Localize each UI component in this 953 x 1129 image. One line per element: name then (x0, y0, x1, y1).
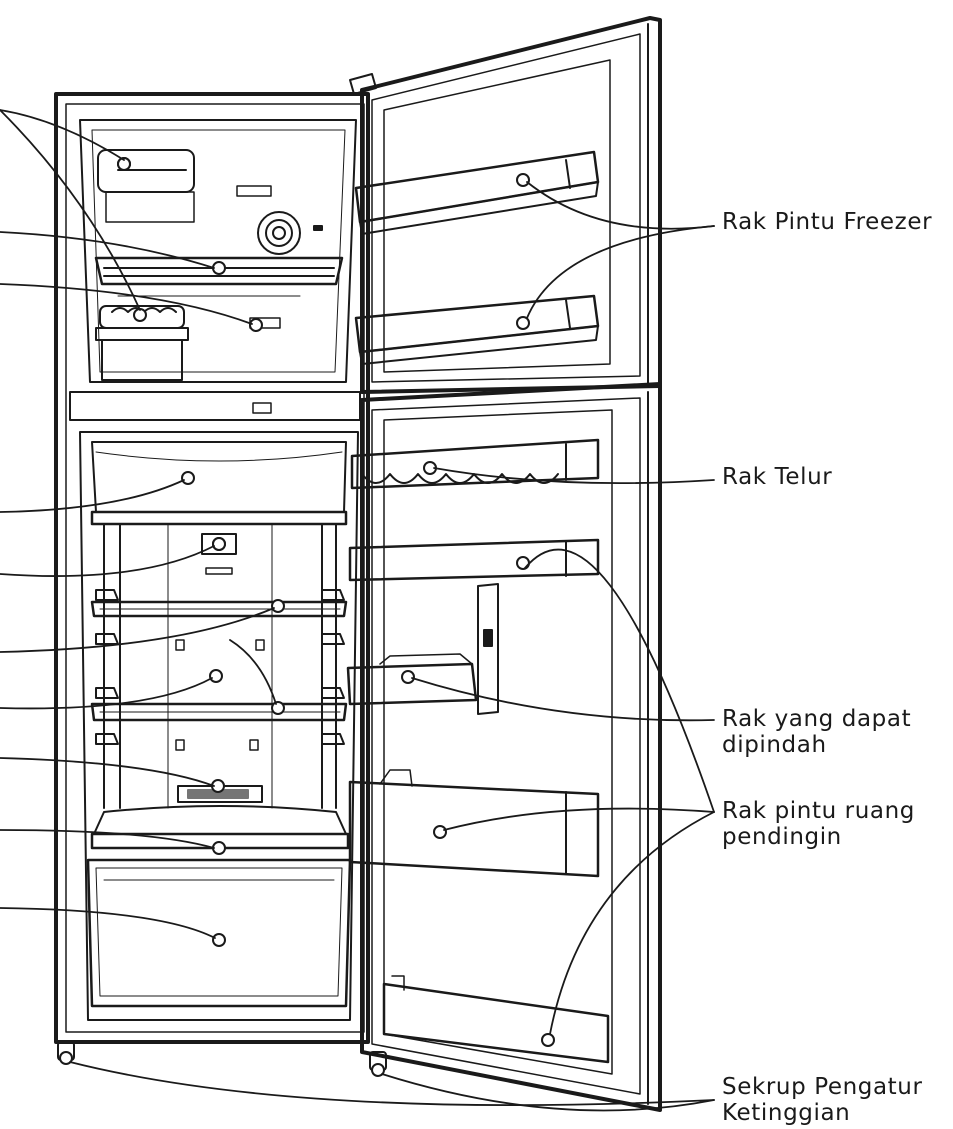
label-fridge-door-shelf-line2: pendingin (722, 824, 842, 850)
label-movable-shelf-line2: dipindah (722, 732, 827, 758)
label-fridge-door-shelf-line1: Rak pintu ruang (722, 798, 915, 824)
fridge-door (346, 382, 662, 1112)
label-fridge-door-shelf: Rak pintu ruang pendingin (722, 798, 915, 850)
label-movable-shelf-line1: Rak yang dapat (722, 706, 912, 732)
label-leveling-screw: Sekrup Pengatur Ketinggian (722, 1074, 923, 1126)
label-egg-tray: Rak Telur (722, 464, 833, 490)
fridge-compartment (79, 431, 359, 1021)
label-freezer-door-shelf: Rak Pintu Freezer (722, 209, 933, 235)
cabinet-body (54, 92, 370, 1044)
freezer-door (349, 16, 662, 394)
label-leveling-screw-line2: Ketinggian (722, 1100, 851, 1126)
leveling-feet (57, 1041, 387, 1071)
label-movable-shelf: Rak yang dapat dipindah (722, 706, 911, 758)
label-leveling-screw-line1: Sekrup Pengatur (722, 1074, 923, 1100)
leader-lines (0, 109, 715, 1112)
callout-dots (59, 157, 555, 1077)
